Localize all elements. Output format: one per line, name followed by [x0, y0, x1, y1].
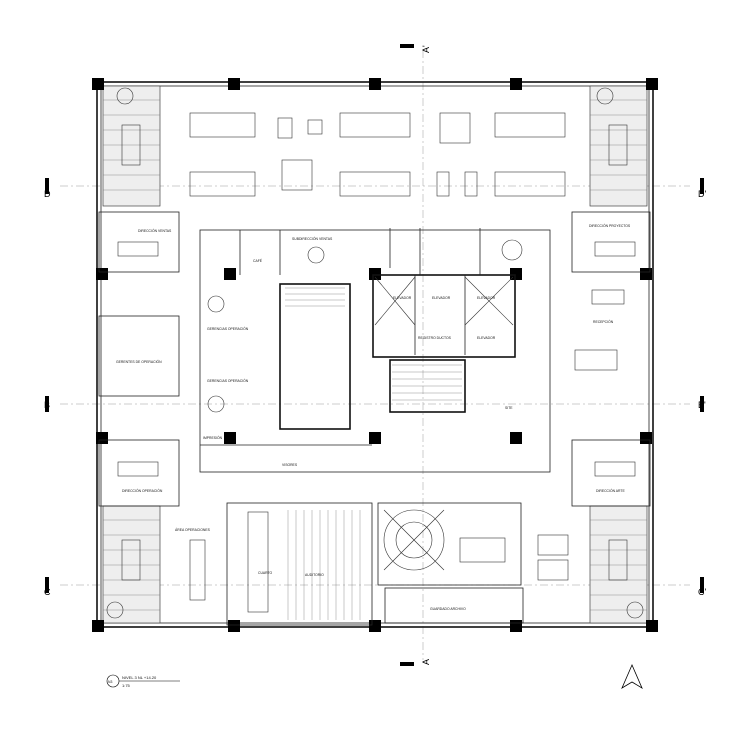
label-site: SITE — [505, 406, 513, 410]
room-labels: DIRECCIÓN VENTAS SUBDIRECCIÓN VENTAS CAF… — [116, 223, 631, 611]
label-subdireccion-ventas: SUBDIRECCIÓN VENTAS — [292, 236, 333, 241]
interior-walls — [98, 211, 651, 626]
label-elevador-2: ELEVADOR — [432, 296, 451, 300]
label-guardado-archivo: GUARDADO ARCHIVO — [430, 607, 466, 611]
axis-grid-lines — [60, 50, 690, 660]
axis-label-right-b: B' — [698, 400, 706, 410]
axis-label-left-c: C — [44, 587, 51, 597]
axis-label-right-c: C' — [698, 587, 706, 597]
label-gerencias-operacion-2: GERENCIAS OPERACIÓN — [207, 378, 249, 383]
label-gerencias-operacion-1: GERENCIAS OPERACIÓN — [207, 326, 249, 331]
stairs — [285, 287, 462, 401]
label-cafe: CAFÉ — [253, 258, 263, 263]
label-registro-ductos: REGISTRO DUCTOS — [418, 336, 452, 340]
label-impresion: IMPRESIÓN — [203, 435, 223, 440]
label-recepcion: RECEPCIÓN — [593, 319, 614, 324]
label-direccion-ventas: DIRECCIÓN VENTAS — [138, 228, 172, 233]
corner-terraces — [102, 85, 648, 624]
axis-label-left-b: B — [44, 400, 50, 410]
axis-label-bottom: A — [421, 659, 431, 665]
workstations-top — [189, 112, 566, 197]
axis-label-right-d: D' — [698, 189, 706, 199]
title-scale: 1:75 — [122, 683, 131, 688]
label-direccion-proyectos: DIRECCIÓN PROYECTOS — [589, 223, 631, 228]
courtyard-tree — [377, 502, 569, 586]
north-arrow-icon — [621, 663, 643, 689]
label-direccion-operacion: DIRECCIÓN OPERACIÓN — [122, 488, 163, 493]
title-text: NIVEL 3 NL +14.20 — [122, 675, 157, 680]
axis-label-top: A' — [421, 45, 431, 53]
auditorium-seating — [287, 510, 361, 620]
label-elevador-3: ELEVADOR — [477, 296, 496, 300]
structural-columns — [92, 78, 658, 632]
label-area-operaciones: ÁREA OPERACIONES — [175, 528, 211, 532]
axis-label-left-d: D — [44, 189, 51, 199]
room-furniture — [117, 239, 636, 613]
elevator-shafts — [374, 276, 514, 326]
axis-markers — [45, 44, 704, 666]
label-cuarto: CUARTO — [258, 571, 273, 575]
label-visores: VISORES — [282, 463, 298, 467]
label-direccion-arte: DIRECCIÓN ARTE — [596, 488, 626, 493]
title-code: N3 — [108, 680, 112, 684]
label-elevador-4: ELEVADOR — [477, 336, 496, 340]
label-auditorio: AUDITORIO — [305, 573, 324, 577]
label-gerentes-operacion: GERENTES DE OPERACIÓN — [116, 359, 162, 364]
building-outline — [96, 81, 654, 628]
title-block: N3 NIVEL 3 NL +14.20 1:75 — [106, 674, 180, 688]
label-elevador-1: ELEVADOR — [393, 296, 412, 300]
